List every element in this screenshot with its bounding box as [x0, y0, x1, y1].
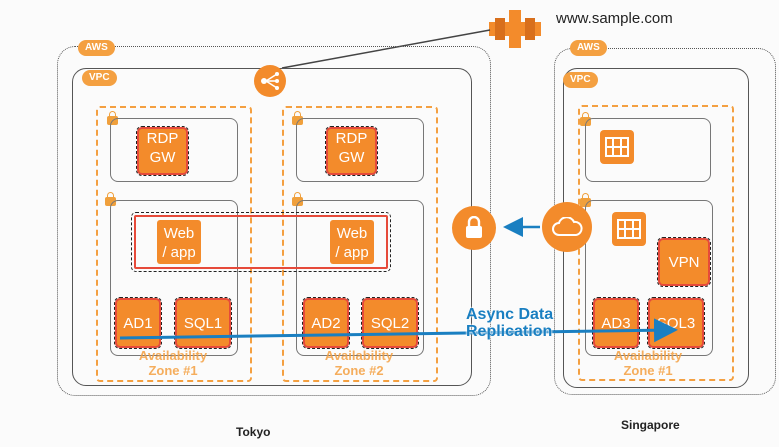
singapore-caption: Singapore — [621, 418, 680, 432]
tokyo-az2-private-subnet — [296, 200, 424, 356]
tokyo-web-app-2[interactable]: Web/ app — [330, 220, 374, 264]
vpn-gateway-lock-icon — [452, 206, 496, 250]
tokyo-az2 — [282, 106, 438, 382]
lock-icon — [105, 192, 116, 206]
aws-badge-singapore: AWS — [570, 40, 607, 56]
tokyo-az1-public-subnet — [110, 118, 238, 182]
tokyo-web-app-1[interactable]: Web/ app — [157, 220, 201, 264]
elb-icon — [254, 65, 286, 97]
tokyo-az1-private-subnet — [110, 200, 238, 356]
vpc-badge-tokyo: VPC — [82, 70, 117, 86]
singapore-public-subnet — [585, 118, 711, 182]
tokyo-caption: Tokyo — [236, 425, 271, 439]
singapore-vpn[interactable]: VPN — [657, 237, 711, 287]
vpc-badge-singapore: VPC — [563, 72, 598, 88]
url-label: www.sample.com — [556, 10, 673, 27]
nat-instance-icon — [600, 130, 634, 164]
singapore-ad3[interactable]: AD3 — [592, 297, 640, 349]
web-app-group — [131, 212, 391, 272]
singapore-private-subnet — [585, 200, 713, 356]
tokyo-sql2[interactable]: SQL2 — [361, 297, 419, 349]
tokyo-az1 — [96, 106, 252, 382]
router-icon — [612, 212, 646, 246]
tokyo-ad2[interactable]: AD2 — [302, 297, 350, 349]
customer-gateway-cloud-icon — [542, 202, 592, 252]
aws-badge-tokyo: AWS — [78, 40, 115, 56]
route53-icon — [485, 8, 545, 50]
tokyo-az2-public-subnet — [296, 118, 424, 182]
